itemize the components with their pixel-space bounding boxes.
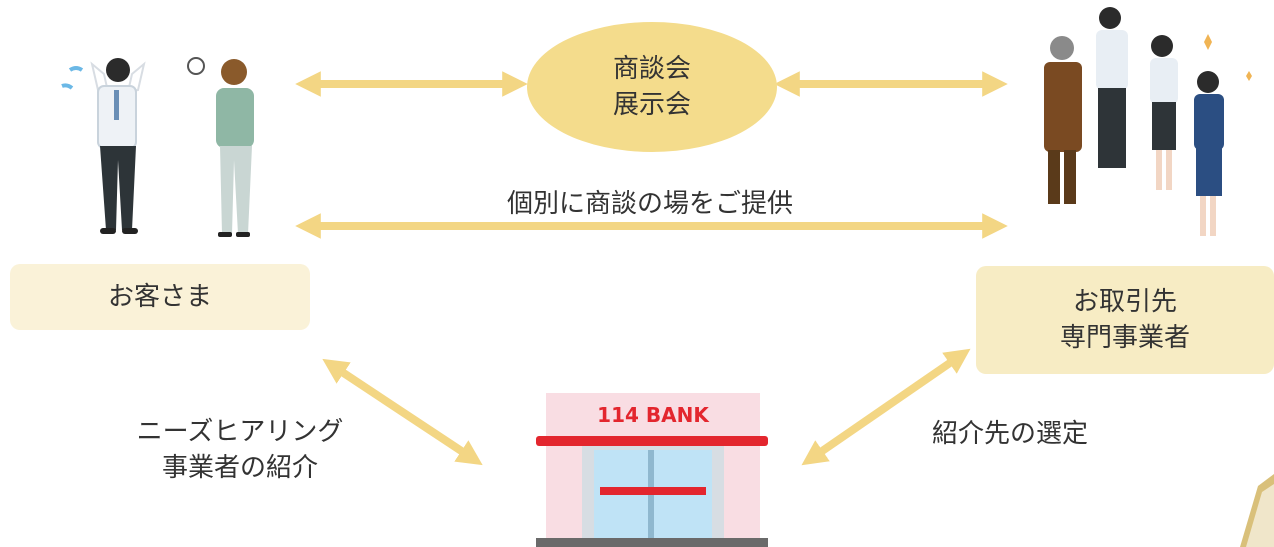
business-partners-group [1044, 7, 1252, 236]
referral-selection-note: 紹介先の選定 [931, 419, 1088, 449]
customer-label: お客さま [107, 282, 212, 312]
partner-box: お取引先 専門事業者 [976, 266, 1274, 374]
arrow-partner-bank [801, 348, 971, 466]
partner-line2: 専門事業者 [1059, 323, 1190, 353]
needs-hearing-note: ニーズヒアリング 事業者の紹介 [120, 414, 360, 486]
worried-woman-figure [187, 57, 254, 237]
worried-businessman-figure [61, 58, 146, 234]
individual-meeting-label: 個別に商談の場をご提供 [506, 189, 793, 219]
customer-box: お客さま [10, 264, 310, 330]
corner-decoration [1240, 474, 1274, 547]
meeting-line1: 商談会 [612, 54, 691, 84]
partner-line1: お取引先 [1072, 287, 1177, 317]
meeting-ellipse: 商談会 展示会 [527, 22, 777, 152]
bank-building [536, 393, 768, 547]
needs-hearing-line1: ニーズヒアリング [136, 417, 344, 447]
bank-sign: 114 BANK [597, 403, 709, 427]
meeting-line2: 展示会 [612, 90, 691, 120]
arrow-customer-bank [322, 358, 483, 466]
needs-hearing-line2: 事業者の紹介 [161, 453, 318, 483]
